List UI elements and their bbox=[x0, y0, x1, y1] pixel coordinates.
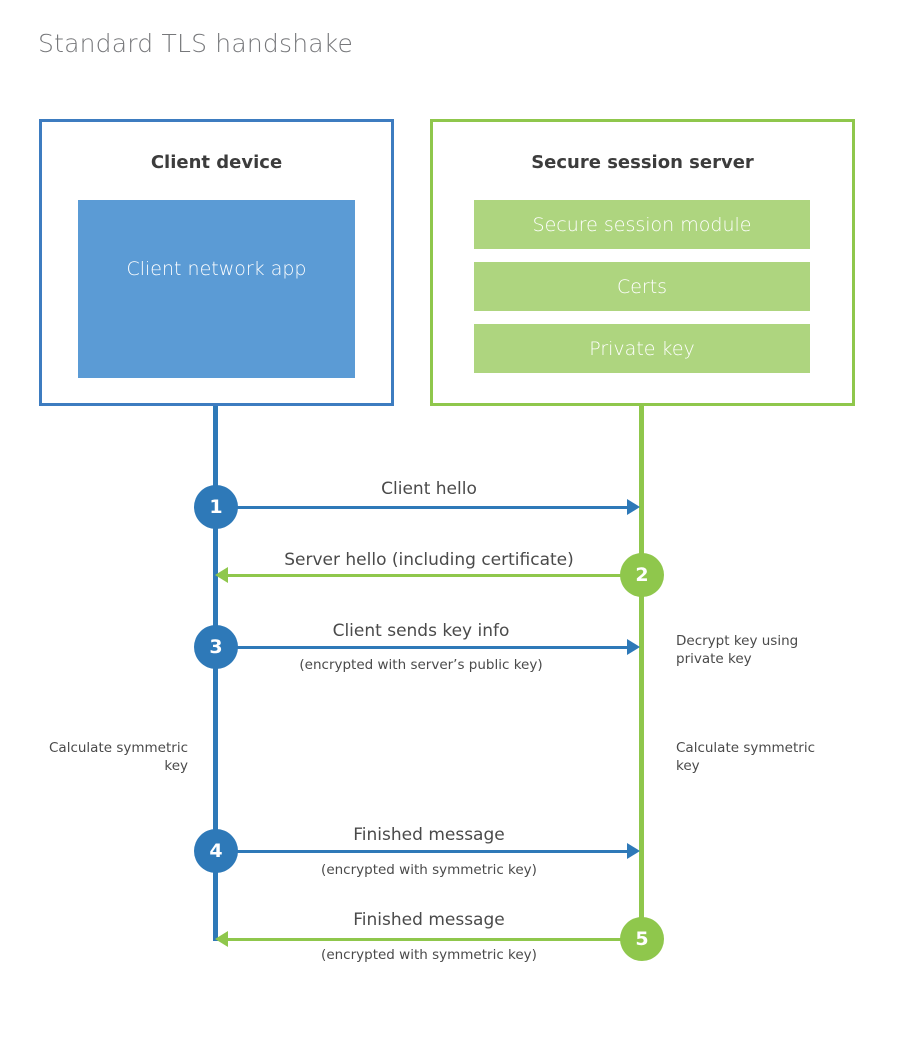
server-block-secure-session-module: Secure session module bbox=[474, 200, 810, 249]
step-4-circle: 4 bbox=[194, 829, 238, 873]
step-5-arrow-head-icon bbox=[215, 931, 228, 947]
step-4-arrow-line bbox=[216, 850, 629, 853]
step-4-label: Finished message bbox=[353, 825, 505, 845]
step-1-label: Client hello bbox=[381, 479, 477, 499]
server-block-private-key: Private key bbox=[474, 324, 810, 373]
page-title: Standard TLS handshake bbox=[38, 29, 354, 58]
secure-session-server-title: Secure session server bbox=[531, 152, 754, 173]
step-3-sublabel: (encrypted with server’s public key) bbox=[299, 657, 543, 673]
step-1-arrow-head-icon bbox=[627, 499, 640, 515]
annotation-calculate-symmetric-key-client: Calculate symmetric key bbox=[49, 740, 188, 775]
step-2-label: Server hello (including certificate) bbox=[284, 550, 574, 570]
step-1-circle: 1 bbox=[194, 485, 238, 529]
step-4-arrow-head-icon bbox=[627, 843, 640, 859]
step-2-arrow-head-icon bbox=[215, 567, 228, 583]
server-block-certs: Certs bbox=[474, 262, 810, 311]
client-lifeline bbox=[213, 406, 218, 941]
step-3-label: Client sends key info bbox=[332, 621, 510, 641]
client-network-app-block: Client network app bbox=[78, 200, 355, 378]
annotation-calculate-symmetric-key-server: Calculate symmetric key bbox=[676, 740, 815, 775]
step-1-arrow-line bbox=[216, 506, 629, 509]
step-2-arrow-line bbox=[228, 574, 630, 577]
step-5-arrow-line bbox=[228, 938, 630, 941]
step-3-arrow-line bbox=[216, 646, 629, 649]
step-5-sublabel: (encrypted with symmetric key) bbox=[321, 947, 537, 963]
step-5-circle: 5 bbox=[620, 917, 664, 961]
step-4-sublabel: (encrypted with symmetric key) bbox=[321, 862, 537, 878]
step-3-arrow-head-icon bbox=[627, 639, 640, 655]
step-5-label: Finished message bbox=[353, 910, 505, 930]
server-lifeline bbox=[639, 406, 644, 939]
client-device-title: Client device bbox=[150, 152, 283, 173]
step-3-circle: 3 bbox=[194, 625, 238, 669]
annotation-decrypt-key: Decrypt key using private key bbox=[676, 633, 799, 668]
step-2-circle: 2 bbox=[620, 553, 664, 597]
